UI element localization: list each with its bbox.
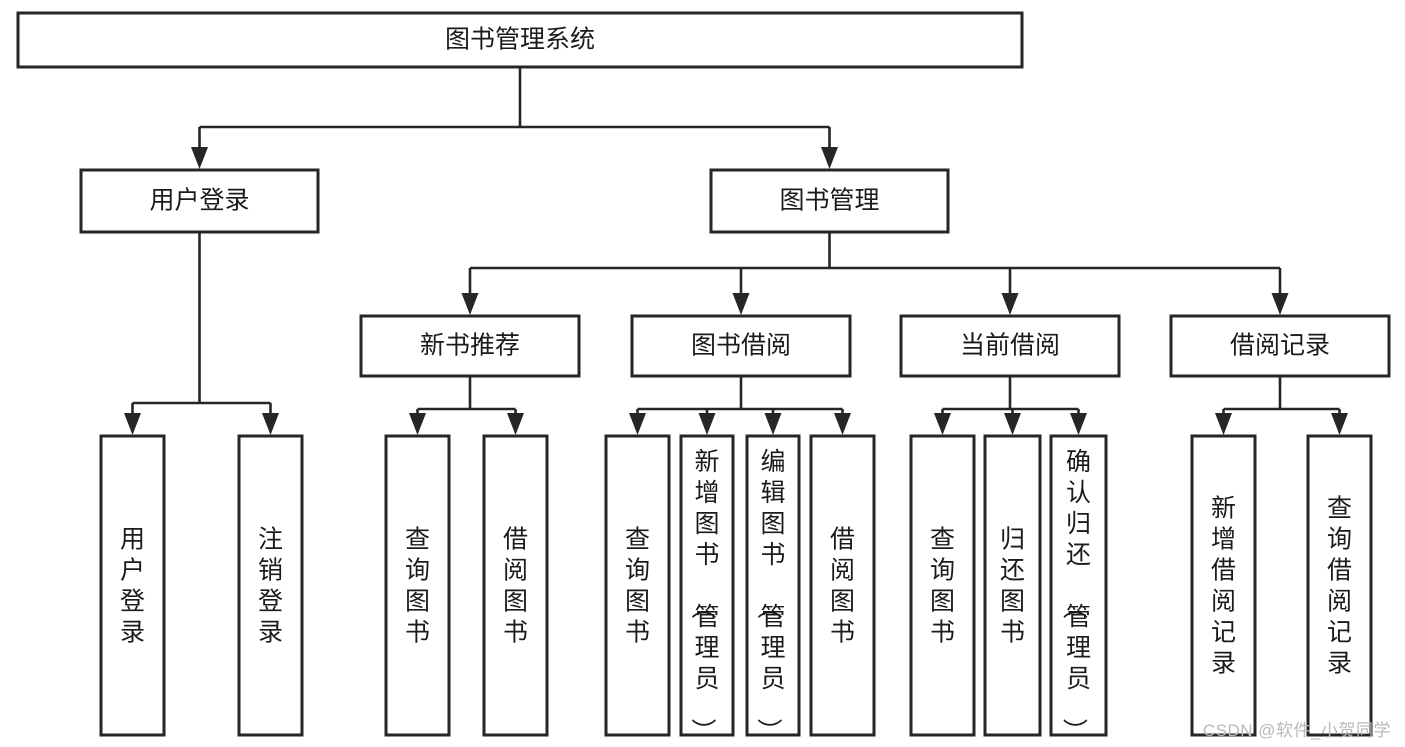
node-box[interactable] <box>79 168 320 234</box>
node-n-borrow[interactable]: 图书借阅 <box>630 314 852 378</box>
node-box[interactable] <box>809 434 876 737</box>
node-label: 新增图书（管理员） <box>688 448 719 743</box>
node-box[interactable] <box>983 434 1042 737</box>
node-box[interactable] <box>482 434 549 737</box>
node-n-current[interactable]: 当前借阅 <box>899 314 1121 378</box>
arrow-head-icon <box>629 413 646 435</box>
node-l-bk-query[interactable]: 查询图书 <box>604 434 671 737</box>
node-l-cu-confirm[interactable]: 确认归还（管理员） <box>1049 434 1108 743</box>
node-box[interactable] <box>384 434 451 737</box>
arrow-head-icon <box>1215 413 1232 435</box>
node-l-bk-add[interactable]: 新增图书（管理员） <box>679 434 735 743</box>
node-layer: 图书管理系统用户登录图书管理新书推荐图书借阅当前借阅借阅记录用户登录注销登录查询… <box>16 11 1391 743</box>
node-root[interactable]: 图书管理系统 <box>16 11 1024 69</box>
node-box[interactable] <box>630 314 852 378</box>
node-l-rc-add[interactable]: 新增借阅记录 <box>1190 434 1257 737</box>
node-label: 查询图书 <box>405 526 430 647</box>
arrow-head-icon <box>191 147 208 169</box>
node-label: 图书借阅 <box>691 332 791 360</box>
node-box[interactable] <box>745 434 801 737</box>
node-box[interactable] <box>1169 314 1391 378</box>
node-l-nb-borrow[interactable]: 借阅图书 <box>482 434 549 737</box>
node-l-nb-query[interactable]: 查询图书 <box>384 434 451 737</box>
node-l-cu-return[interactable]: 归还图书 <box>983 434 1042 737</box>
arrow-head-icon <box>764 413 782 435</box>
node-l-bk-borrow[interactable]: 借阅图书 <box>809 434 876 737</box>
node-box[interactable] <box>1306 434 1373 737</box>
node-box[interactable] <box>16 11 1024 69</box>
node-box[interactable] <box>604 434 671 737</box>
node-label: 用户登录 <box>120 526 145 647</box>
arrow-head-icon <box>698 413 716 435</box>
node-l-userlogin[interactable]: 用户登录 <box>99 434 166 737</box>
arrow-head-icon <box>834 413 851 435</box>
node-n-bookmgmt[interactable]: 图书管理 <box>709 168 950 234</box>
node-label: 当前借阅 <box>960 332 1060 360</box>
arrow-head-icon <box>262 413 279 435</box>
node-label: 图书管理系统 <box>445 26 595 54</box>
node-label: 新增借阅记录 <box>1211 495 1236 678</box>
connector-layer <box>124 67 1348 435</box>
arrow-head-icon <box>934 413 951 435</box>
arrow-head-icon <box>507 413 524 435</box>
node-box[interactable] <box>99 434 166 737</box>
node-label: 图书管理 <box>779 187 879 215</box>
node-label: 借阅图书 <box>830 526 855 647</box>
node-l-bk-edit[interactable]: 编辑图书（管理员） <box>745 434 801 743</box>
node-label: 用户登录 <box>149 187 249 215</box>
node-label: 查询借阅记录 <box>1327 495 1352 678</box>
arrow-head-icon <box>409 413 426 435</box>
node-l-logout[interactable]: 注销登录 <box>237 434 304 737</box>
node-label: 借阅图书 <box>503 526 528 647</box>
node-n-login[interactable]: 用户登录 <box>79 168 320 234</box>
node-label: 借阅记录 <box>1230 332 1330 360</box>
arrow-head-icon <box>461 293 479 315</box>
node-n-newbook[interactable]: 新书推荐 <box>359 314 581 378</box>
watermark: CSDN @软件_小贺同学 <box>1202 721 1391 740</box>
node-box[interactable] <box>679 434 735 737</box>
node-label: 查询图书 <box>930 526 955 647</box>
node-label: 注销登录 <box>258 526 283 647</box>
arrow-head-icon <box>1070 413 1087 435</box>
node-n-record[interactable]: 借阅记录 <box>1169 314 1391 378</box>
arrow-head-icon <box>1271 293 1289 315</box>
node-box[interactable] <box>237 434 304 737</box>
arrow-head-icon <box>1331 413 1348 435</box>
node-l-cu-query[interactable]: 查询图书 <box>909 434 976 737</box>
node-label: 新书推荐 <box>420 332 520 360</box>
node-label: 归还图书 <box>1000 526 1025 647</box>
node-box[interactable] <box>1190 434 1257 737</box>
node-label: 确认归还（管理员） <box>1060 448 1091 743</box>
arrow-head-icon <box>732 293 750 315</box>
node-box[interactable] <box>899 314 1121 378</box>
node-label: 编辑图书（管理员） <box>754 448 785 743</box>
arrow-head-icon <box>1001 293 1019 315</box>
node-l-rc-query[interactable]: 查询借阅记录 <box>1306 434 1373 737</box>
arrow-head-icon <box>1004 413 1021 435</box>
node-label: 查询图书 <box>625 526 650 647</box>
node-box[interactable] <box>359 314 581 378</box>
arrow-head-icon <box>821 147 838 169</box>
node-box[interactable] <box>709 168 950 234</box>
node-box[interactable] <box>1049 434 1108 737</box>
arrow-head-icon <box>124 413 141 435</box>
node-box[interactable] <box>909 434 976 737</box>
